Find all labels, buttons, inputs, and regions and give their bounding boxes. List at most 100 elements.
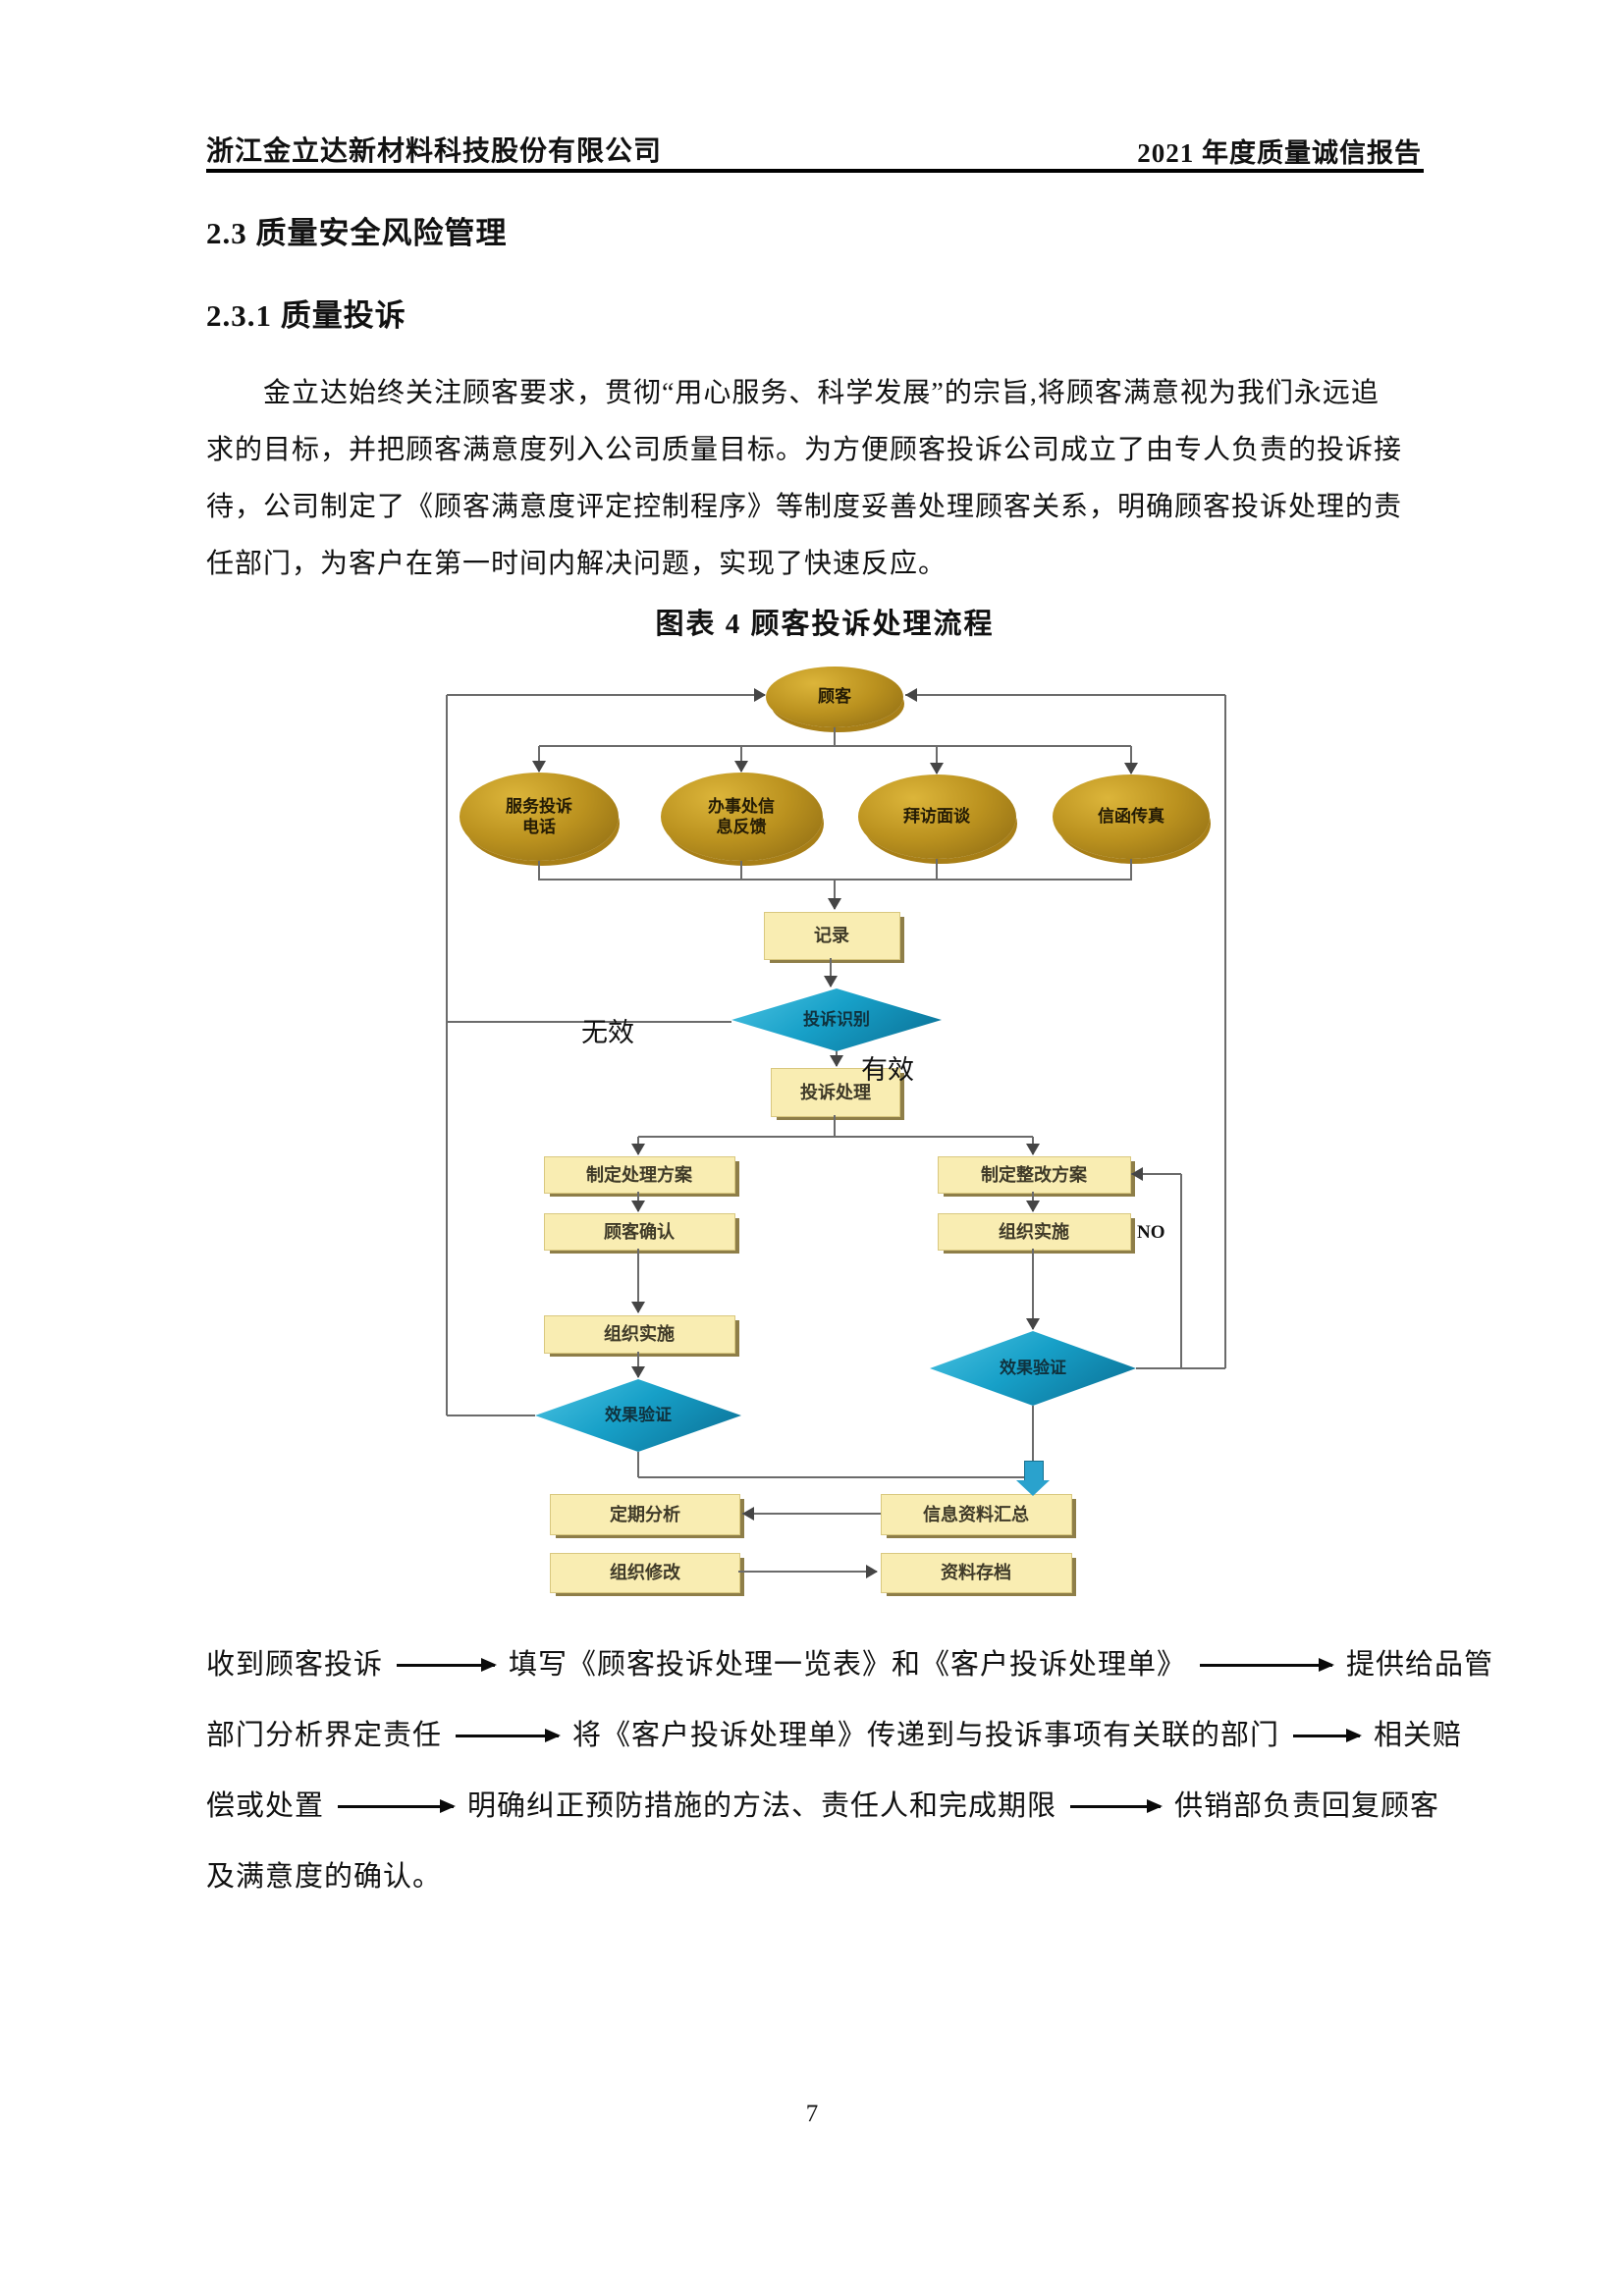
process-text-line: 部门分析界定责任 将《客户投诉处理单》传递到与投诉事项有关联的部门 相关赔 — [206, 1712, 1461, 1753]
right-arrow-icon — [1293, 1728, 1363, 1742]
arrowhead — [1124, 763, 1138, 774]
node-implement-left: 组织实施 — [543, 1314, 735, 1354]
flow-connector — [637, 1452, 639, 1477]
right-arrow-icon — [1200, 1657, 1335, 1672]
header-company-name: 浙江金立达新材料科技股份有限公司 — [206, 136, 663, 167]
process-text-segment: 明确纠正预防措施的方法、责任人和完成期限 — [467, 1790, 1057, 1822]
figure-caption: 图表 4 顾客投诉处理流程 — [655, 609, 995, 640]
process-text-segment: 填写《顾客投诉处理一览表》和《客户投诉处理单》 — [509, 1649, 1187, 1681]
flow-connector — [740, 861, 742, 881]
node-org-modify: 组织修改 — [550, 1552, 740, 1593]
header-rule — [206, 169, 1424, 173]
right-arrow-icon — [456, 1728, 562, 1742]
flow-connector — [834, 727, 836, 746]
label-invalid: 无效 — [581, 1018, 634, 1047]
node-periodic-analysis: 定期分析 — [550, 1494, 740, 1535]
flow-connector — [936, 859, 938, 881]
arrowhead — [1131, 1167, 1143, 1181]
flow-connector — [1130, 859, 1132, 881]
process-text-segment: 收到顾客投诉 — [206, 1649, 384, 1681]
node-archive: 资料存档 — [880, 1552, 1072, 1593]
process-text-line: 收到顾客投诉 填写《顾客投诉处理一览表》和《客户投诉处理单》 提供给品管 — [206, 1641, 1492, 1682]
process-text-segment: 部门分析界定责任 — [206, 1720, 443, 1751]
flow-connector — [538, 861, 540, 881]
flow-connector — [742, 1513, 881, 1515]
subsection-heading: 2.3.1 质量投诉 — [206, 298, 406, 333]
arrowhead — [742, 1507, 754, 1521]
flow-connector — [638, 1136, 1033, 1138]
label-valid: 有效 — [861, 1055, 914, 1085]
flow-connector — [1130, 746, 1132, 774]
thick-blue-arrowhead — [1016, 1480, 1050, 1496]
flow-connector — [446, 695, 448, 1415]
arrowhead — [631, 1302, 645, 1313]
process-text-segment: 供销部负责回复顾客 — [1174, 1790, 1440, 1822]
flow-connector — [448, 1021, 731, 1023]
node-service-phone: 服务投诉 电话 — [460, 773, 619, 861]
process-text-segment: 相关赔 — [1374, 1720, 1463, 1751]
paragraph-line: 任部门，为客户在第一时间内解决问题，实现了快速反应。 — [206, 549, 947, 579]
node-make-rectify-plan: 制定整改方案 — [937, 1156, 1131, 1194]
node-visit-interview: 拜访面谈 — [857, 774, 1016, 859]
process-text-line: 偿或处置 明确纠正预防措施的方法、责任人和完成期限 供销部负责回复顾客 — [206, 1783, 1443, 1824]
node-customer: 顾客 — [766, 667, 903, 727]
flow-connector — [1136, 1367, 1225, 1369]
arrowhead — [532, 761, 546, 773]
arrowhead — [905, 688, 917, 702]
node-complaint-handle: 投诉处理 — [771, 1068, 900, 1117]
flow-connector — [1032, 1249, 1034, 1329]
arrowhead — [1026, 1318, 1040, 1330]
arrowhead — [930, 763, 944, 774]
flow-connector — [1224, 695, 1226, 1368]
node-customer-confirm: 顾客确认 — [543, 1213, 735, 1251]
right-arrow-icon — [397, 1657, 498, 1672]
flow-connector — [830, 958, 832, 987]
label-no: NO — [1137, 1222, 1165, 1243]
arrowhead — [830, 1055, 843, 1067]
flow-connector — [1032, 1406, 1034, 1465]
node-complaint-identify: 投诉识别 — [731, 988, 942, 1051]
right-arrow-icon — [338, 1798, 457, 1813]
flow-connector — [637, 1249, 639, 1312]
process-text-segment: 将《客户投诉处理单》传递到与投诉事项有关联的部门 — [572, 1720, 1280, 1751]
flow-connector — [936, 746, 938, 774]
paragraph-line: 求的目标，并把顾客满意度列入公司质量目标。为方便顾客投诉公司成立了由专人负责的投… — [206, 435, 1403, 465]
node-make-handling-plan: 制定处理方案 — [543, 1156, 735, 1194]
flow-connector — [1180, 1174, 1182, 1368]
arrowhead — [754, 688, 766, 702]
arrowhead — [828, 898, 841, 910]
thick-blue-arrow — [1024, 1461, 1044, 1482]
section-heading: 2.3 质量安全风险管理 — [206, 216, 508, 250]
flow-connector — [447, 1415, 535, 1416]
flow-connector — [538, 746, 540, 772]
node-office-feedback: 办事处信 息反馈 — [660, 773, 823, 861]
flow-connector — [1131, 1173, 1181, 1175]
flow-connector — [738, 1571, 877, 1573]
flow-connector — [834, 1115, 836, 1137]
flow-connector — [638, 1476, 1033, 1478]
flow-connector — [905, 694, 1225, 696]
flow-connector — [834, 880, 836, 909]
arrowhead — [866, 1565, 878, 1578]
flow-connector — [740, 746, 742, 772]
process-text-segment: 提供给品管 — [1346, 1649, 1494, 1681]
node-letter-fax: 信函传真 — [1053, 774, 1210, 859]
page-number: 7 — [805, 2101, 819, 2127]
process-text-segment: 偿或处置 — [206, 1790, 325, 1822]
arrowhead — [631, 1144, 645, 1155]
paragraph-line: 待，公司制定了《顾客满意度评定控制程序》等制度妥善处理顾客关系，明确顾客投诉处理… — [206, 492, 1403, 522]
flow-connector — [637, 1352, 639, 1377]
arrowhead — [631, 1366, 645, 1378]
node-implement-right: 组织实施 — [937, 1213, 1131, 1251]
node-record: 记录 — [763, 911, 900, 960]
process-text-segment: 及满意度的确认。 — [206, 1861, 443, 1893]
arrowhead — [734, 761, 748, 773]
node-effect-verify-left: 效果验证 — [535, 1379, 741, 1452]
flow-connector — [539, 745, 1131, 747]
arrowhead — [824, 976, 838, 988]
arrowhead — [1026, 1201, 1040, 1212]
right-arrow-icon — [1070, 1798, 1164, 1813]
process-text-line: 及满意度的确认。 — [206, 1853, 1443, 1895]
paragraph-line: 金立达始终关注顾客要求，贯彻“用心服务、科学发展”的宗旨,将顾客满意视为我们永远… — [263, 378, 1380, 408]
